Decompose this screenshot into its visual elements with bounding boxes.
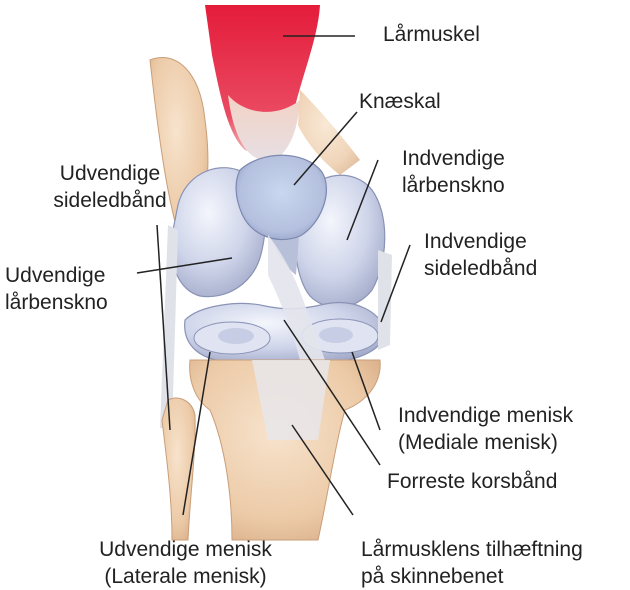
medial-meniscus-hole bbox=[319, 327, 353, 343]
label-medial-meniscus: Indvendige menisk (Mediale menisk) bbox=[398, 402, 573, 456]
label-lateral-meniscus: Udvendige menisk (Laterale menisk) bbox=[78, 536, 293, 590]
lateral-meniscus-hole bbox=[218, 328, 254, 344]
label-lateral-condyle: Udvendige lårbenskno bbox=[5, 262, 108, 316]
label-quadriceps: Lårmuskel bbox=[383, 21, 480, 48]
label-patella: Knæskal bbox=[359, 88, 441, 115]
label-medial-collateral: Indvendige sideledbånd bbox=[424, 228, 537, 282]
label-lateral-collateral: Udvendige sideledbånd bbox=[36, 160, 184, 214]
label-acl: Forreste korsbånd bbox=[387, 468, 557, 495]
label-tendon-insertion: Lårmusklens tilhæftning på skinnebenet bbox=[361, 536, 583, 590]
label-medial-condyle: Indvendige lårbenskno bbox=[402, 145, 505, 199]
